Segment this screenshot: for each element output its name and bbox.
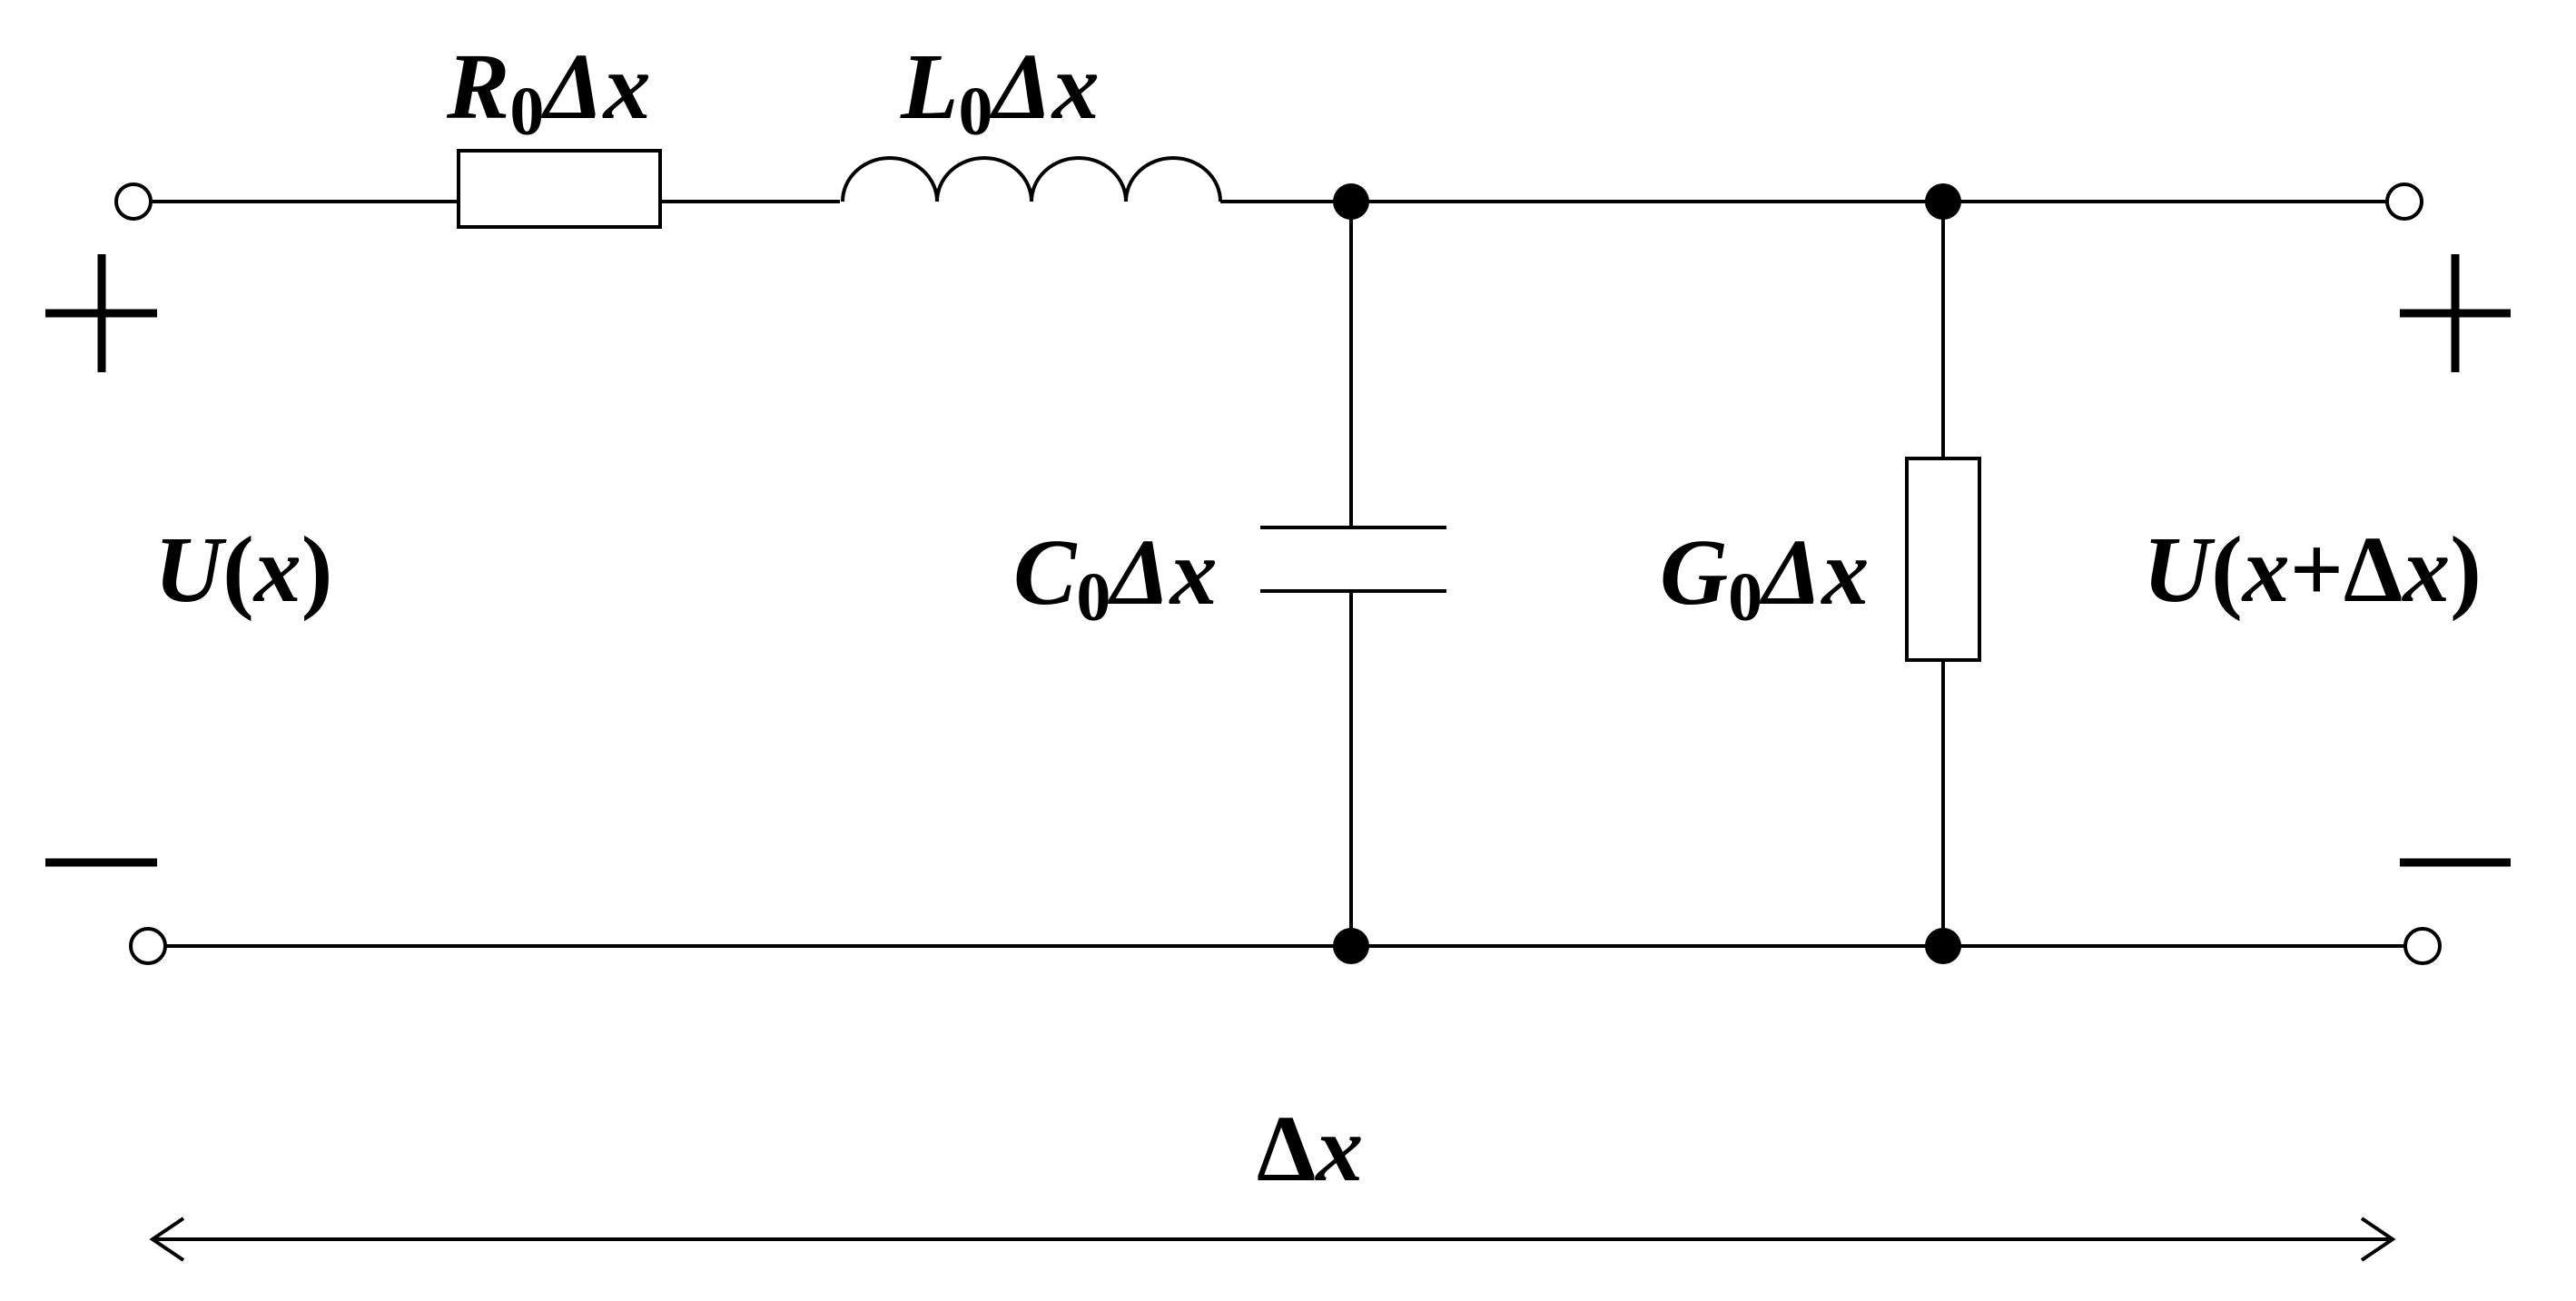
input-plus-sign (45, 254, 157, 372)
output-terminal-bottom (2403, 927, 2442, 965)
junction-node-cond-top (1925, 183, 1961, 220)
input-terminal-bottom (129, 927, 167, 965)
series-resistor (457, 149, 662, 229)
conductance-label: G0Δx (1660, 520, 1869, 636)
junction-node-cond-bottom (1925, 928, 1961, 964)
output-terminal-top (2385, 182, 2423, 221)
input-terminal-top (114, 182, 153, 221)
junction-node-cap-top (1333, 183, 1369, 220)
series-inductor (841, 156, 1222, 202)
input-voltage-label: U(x) (154, 517, 332, 622)
junction-node-cap-bottom (1333, 928, 1369, 964)
length-arrow (149, 1217, 2396, 1262)
capacitor-label: C0Δx (1013, 520, 1218, 636)
output-plus-sign (2400, 254, 2511, 372)
segment-length-label: Δx (1257, 1097, 1363, 1201)
shunt-conductance (1905, 457, 1981, 662)
inductor-label: L0Δx (900, 34, 1100, 150)
output-voltage-label: U(x+Δx) (2143, 517, 2482, 622)
series-resistor-label: R0Δx (446, 34, 651, 150)
